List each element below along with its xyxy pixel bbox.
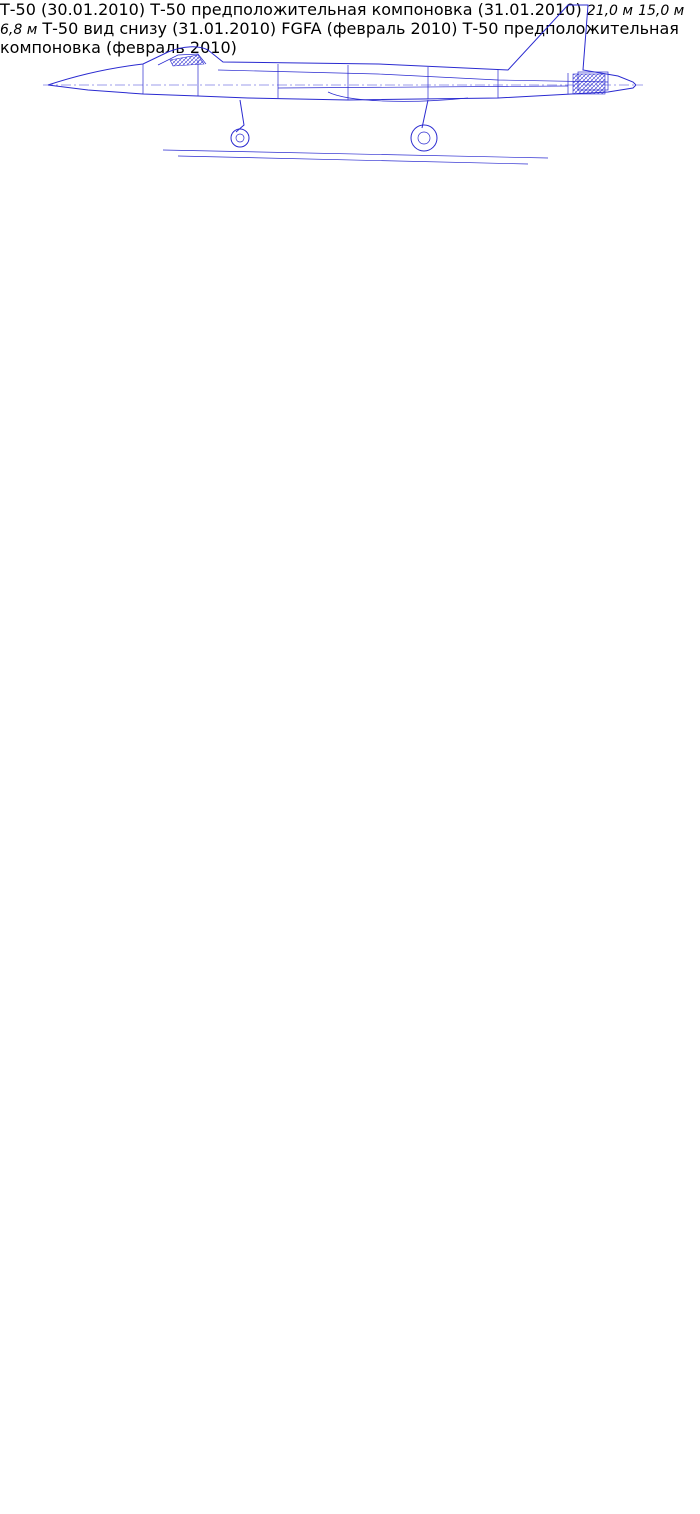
caption-view-4: FGFA (февраль 2010) — [281, 19, 458, 38]
caption-view-5: Т-50 предположительная компоновка (февра… — [0, 19, 679, 57]
view-4-underside: 21,0 м 15,0 м 6,8 м — [0, 0, 684, 38]
view-1-side — [42, 4, 644, 165]
caption-view-2: Т-50 предположительная компоновка (31.01… — [150, 0, 582, 19]
dim-wingspan-label: 15,0 м — [638, 3, 685, 19]
caption-view-1: Т-50 (30.01.2010) — [0, 0, 146, 19]
dim-height-label: 6,8 м — [0, 22, 38, 38]
caption-view-3: Т-50 вид снизу (31.01.2010) — [42, 19, 277, 38]
dim-length-label: 21,0 м — [586, 3, 633, 19]
